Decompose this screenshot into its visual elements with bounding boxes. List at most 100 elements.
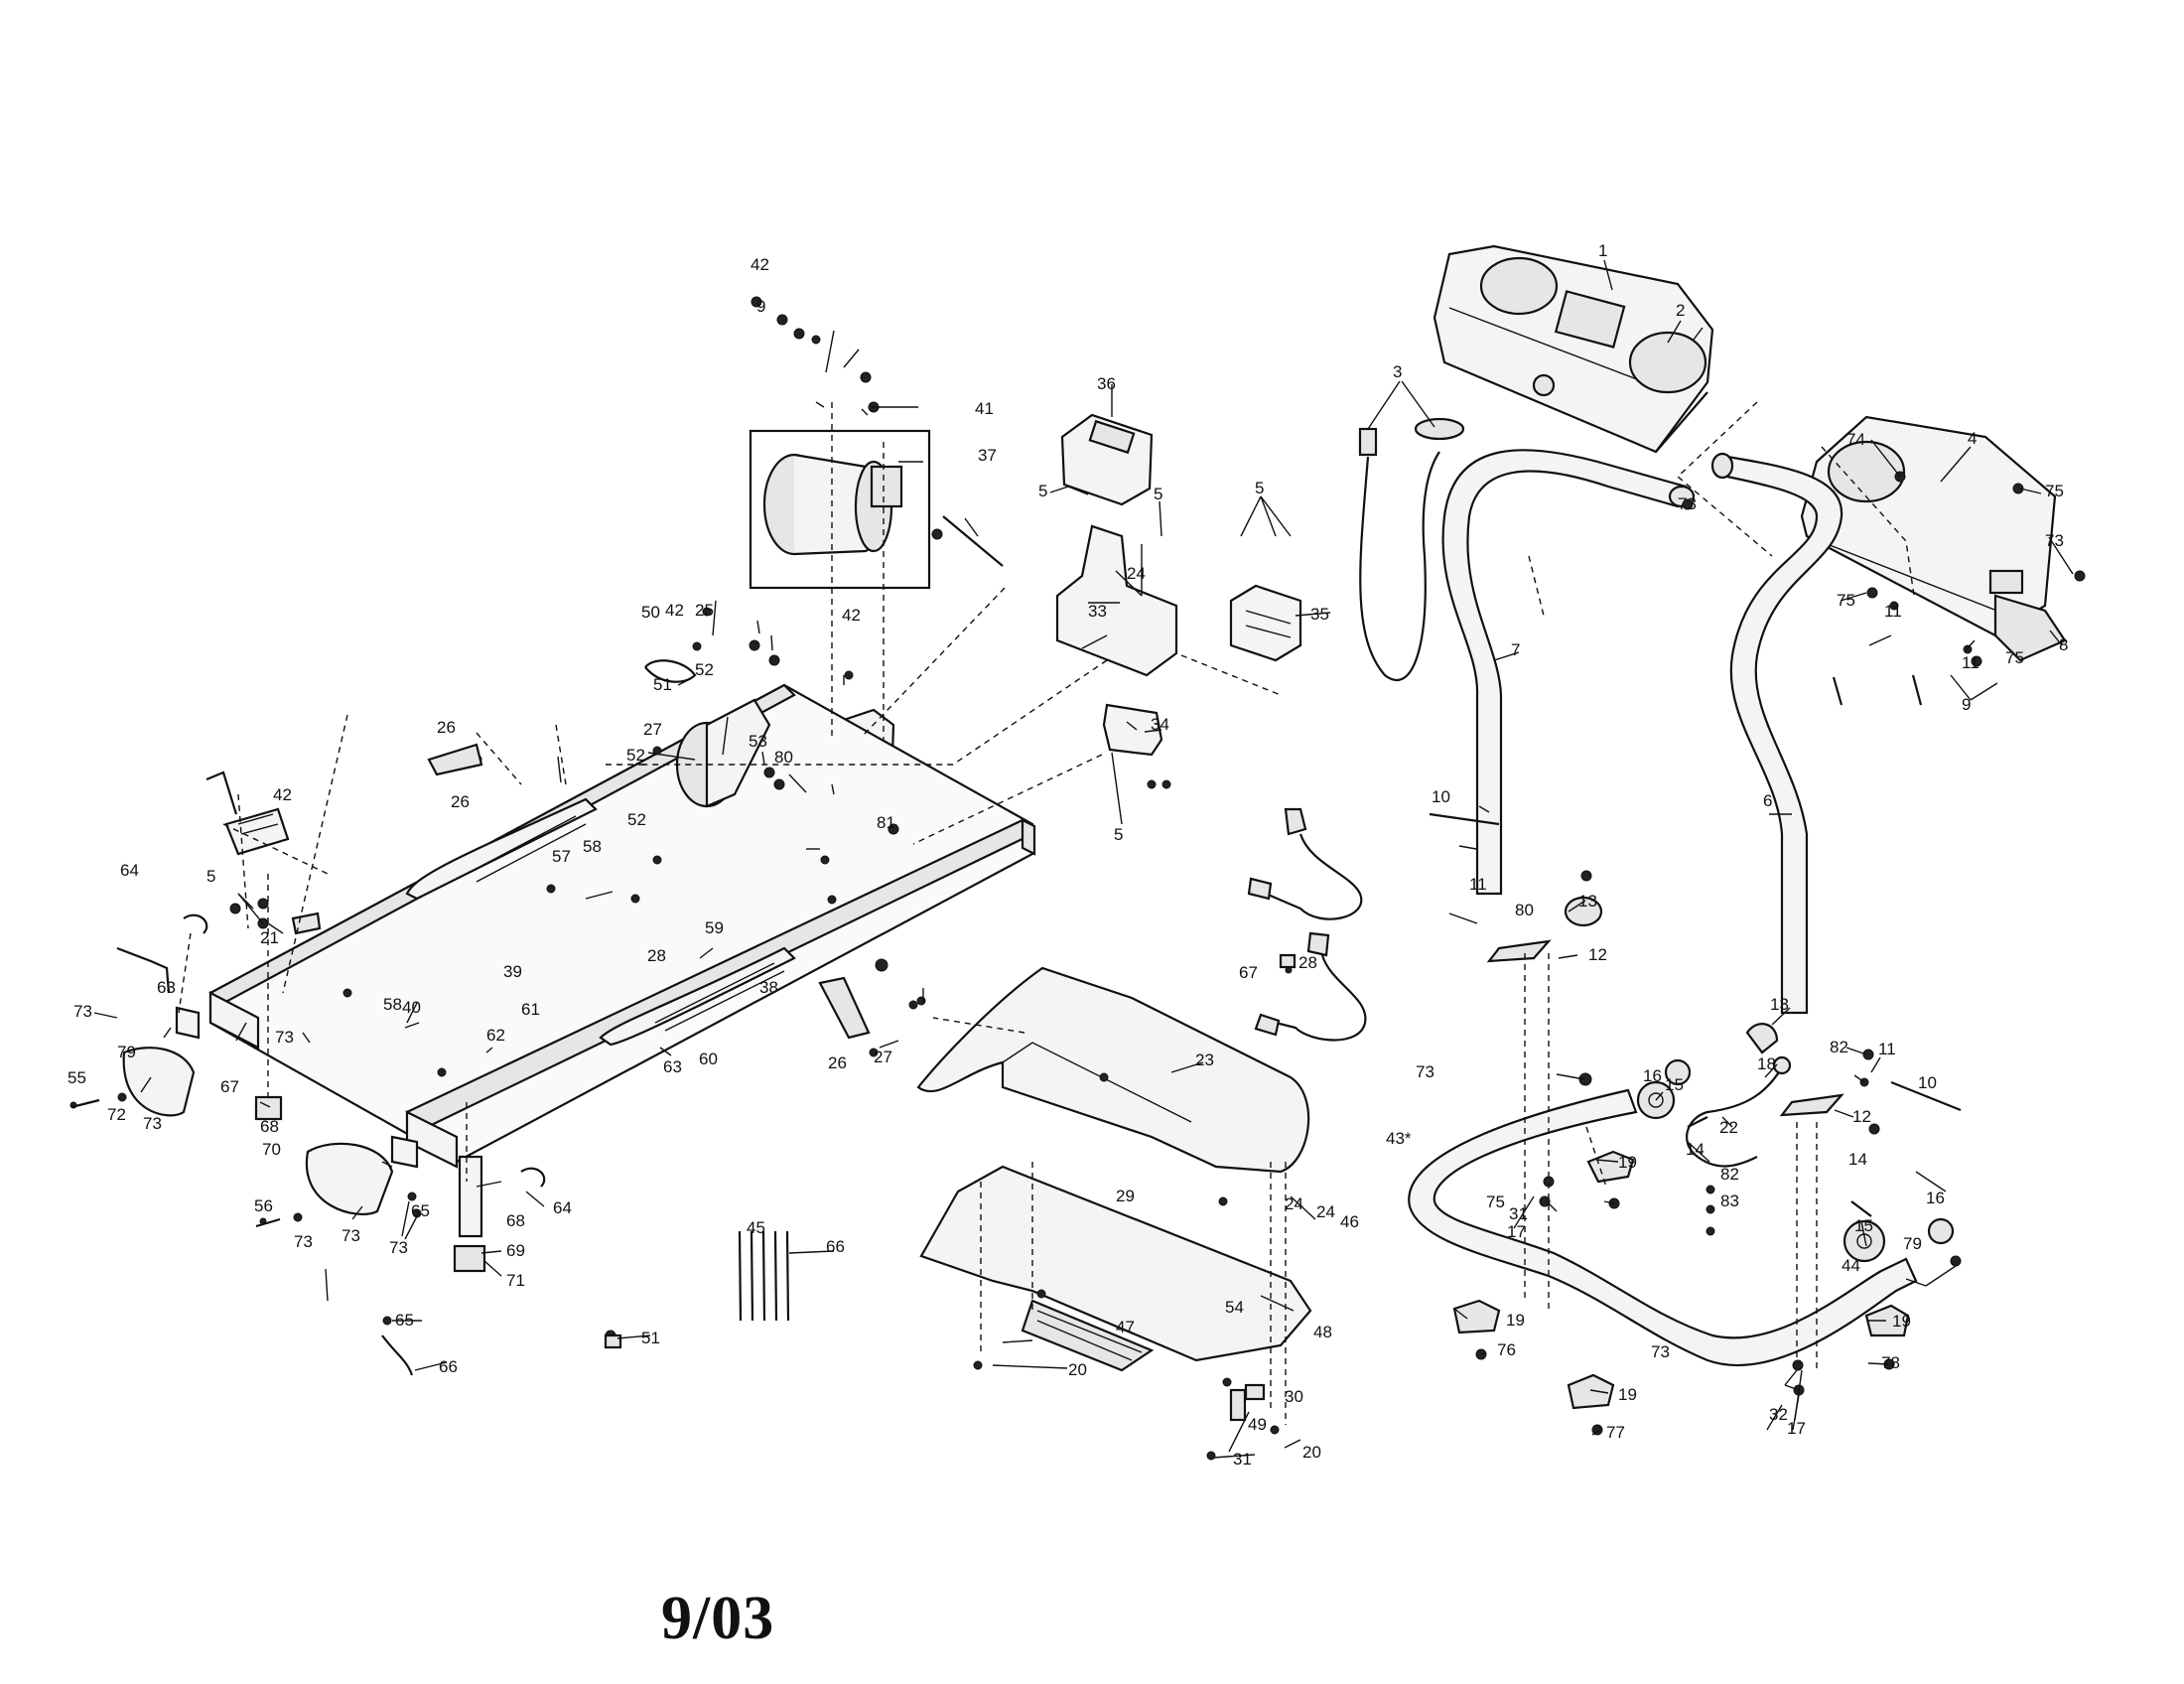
callout: 73 — [2045, 531, 2064, 550]
callout: 79 — [117, 1043, 136, 1061]
controller-board — [1055, 524, 1178, 677]
callout: 73 — [1678, 494, 1697, 513]
callout: 42 — [665, 601, 684, 620]
assembly-guide-lines — [178, 401, 1915, 1425]
cable-ties — [738, 1230, 790, 1322]
callout: 26 — [828, 1053, 847, 1072]
callout: 5 — [1114, 825, 1123, 844]
bolts — [70, 515, 1962, 1228]
callout: 15 — [1665, 1075, 1684, 1094]
bracket-27 — [427, 743, 871, 1040]
clip-58 — [183, 913, 546, 1188]
callout: 1 — [1598, 241, 1607, 260]
callout: 28 — [647, 946, 666, 965]
power-cords — [1247, 807, 1367, 1042]
chest-strap — [1358, 417, 1465, 681]
callout: 73 — [143, 1114, 162, 1133]
callout: 80 — [1515, 901, 1534, 919]
foot-rail-right — [599, 946, 796, 1047]
callout: 21 — [260, 928, 279, 947]
idler-bracket-left — [254, 1095, 283, 1121]
hardware-bits — [69, 296, 2086, 1461]
leveler-feet — [1452, 1150, 1910, 1410]
callout: 73 — [341, 1226, 360, 1245]
plate-80 — [175, 1006, 419, 1169]
callout: 66 — [826, 1237, 845, 1256]
cap-16a — [1664, 1058, 1692, 1086]
callout: 11 — [1884, 602, 1902, 621]
callout: 63 — [157, 978, 176, 997]
callout: 24 — [1316, 1202, 1335, 1221]
callout: 9 — [756, 297, 765, 316]
knob-13b — [1745, 1023, 1779, 1054]
callout: 75 — [2005, 648, 2024, 667]
callout: 31 — [1233, 1450, 1252, 1469]
callout: 55 — [68, 1068, 86, 1087]
callout: 14 — [1848, 1150, 1867, 1169]
callout: 58 — [583, 837, 602, 856]
callout: 20 — [1068, 1360, 1087, 1379]
callout: 2 — [1676, 301, 1685, 320]
callout: 47 — [1116, 1318, 1135, 1336]
leader-lines — [93, 259, 2074, 1459]
callout: 11 — [1878, 1040, 1896, 1058]
treadmill-frame — [208, 683, 1036, 1169]
callout: 39 — [503, 962, 522, 981]
callout: 26 — [451, 792, 470, 811]
callout: 68 — [506, 1211, 525, 1230]
callout: 12 — [1852, 1107, 1871, 1126]
callout: 13 — [1770, 995, 1789, 1014]
callout: 64 — [120, 861, 139, 880]
callout: 37 — [978, 446, 997, 465]
callout: 42 — [273, 785, 292, 804]
callout: 73 — [1416, 1062, 1434, 1081]
callout: 31 — [1509, 1204, 1528, 1223]
callout: 23 — [1195, 1051, 1214, 1069]
callout: 62 — [486, 1026, 505, 1045]
callout: 40 — [402, 998, 421, 1017]
motor-assembly — [749, 429, 931, 590]
callout: 5 — [1154, 485, 1162, 503]
callout: 12 — [1588, 945, 1607, 964]
callout: 44 — [1842, 1256, 1860, 1275]
rear-endcap-left — [122, 1047, 196, 1117]
callout: 80 — [774, 748, 793, 767]
callout: 41 — [975, 399, 994, 418]
callout: 67 — [1239, 963, 1258, 982]
console-assembly — [1433, 244, 1714, 454]
callout: 18 — [1757, 1054, 1776, 1073]
callout: 73 — [73, 1002, 92, 1021]
callout: 73 — [389, 1238, 408, 1257]
callout: 5 — [1255, 479, 1264, 497]
callout: 59 — [705, 918, 724, 937]
callout: 9 — [1962, 695, 1971, 714]
callout: 24 — [1285, 1194, 1303, 1213]
filter-block — [1102, 703, 1163, 757]
callout: 57 — [552, 847, 571, 866]
callout: 64 — [553, 1198, 572, 1217]
callout: 11 — [1962, 653, 1979, 672]
callout: 65 — [411, 1201, 430, 1220]
callout: 13 — [1578, 892, 1597, 911]
callout: 42 — [751, 255, 769, 274]
callout: 52 — [627, 810, 646, 829]
callout: 74 — [1846, 430, 1865, 449]
callout: 16 — [1643, 1066, 1662, 1085]
callout: 52 — [626, 746, 645, 765]
callout: 51 — [641, 1329, 660, 1347]
callout: 22 — [1719, 1118, 1738, 1137]
callout: 30 — [1285, 1387, 1303, 1406]
callout: 26 — [437, 718, 456, 737]
callout: 5 — [206, 867, 215, 886]
callout: 73 — [275, 1028, 294, 1047]
callout: 10 — [1918, 1073, 1937, 1092]
callout: 19 — [1618, 1385, 1637, 1404]
callout: 8 — [2059, 635, 2068, 654]
callout: 76 — [1497, 1340, 1516, 1359]
callout-labels: 1 2 3 4 5 5 5 5 5 6 7 8 9 9 10 10 11 11 … — [68, 241, 2068, 1469]
callout: 11 — [1469, 875, 1487, 894]
wire-60 — [381, 1334, 414, 1376]
callout: 48 — [1313, 1323, 1332, 1341]
callout: 19 — [1506, 1311, 1525, 1330]
callout: 53 — [749, 732, 767, 751]
